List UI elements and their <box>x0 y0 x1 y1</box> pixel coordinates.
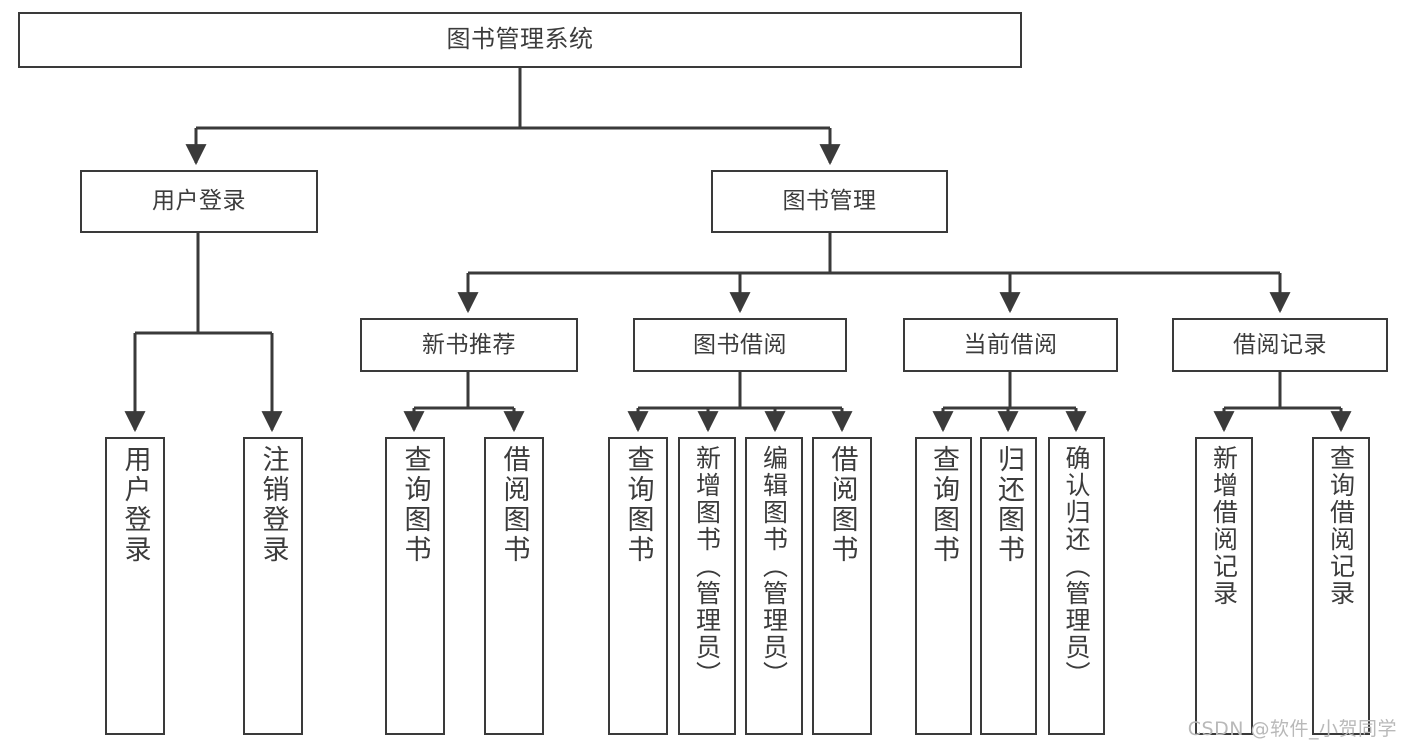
node-book-borrow[interactable]: 图书借阅 <box>633 318 847 372</box>
leaf-record-add-label: 新增借阅记录 <box>1209 445 1239 607</box>
node-current-borrow[interactable]: 当前借阅 <box>903 318 1118 372</box>
leaf-user-login-signout-label: 注销登录 <box>257 445 289 565</box>
node-new-book-recommend-label: 新书推荐 <box>422 331 516 358</box>
leaf-current-confirm-return-label: 确认归还（管理员） <box>1062 445 1091 688</box>
leaf-borrow-edit-book[interactable]: 编辑图书（管理员） <box>745 437 803 735</box>
node-root[interactable]: 图书管理系统 <box>18 12 1022 68</box>
node-user-login[interactable]: 用户登录 <box>80 170 318 233</box>
node-user-login-label: 用户登录 <box>152 188 246 215</box>
leaf-borrow-borrow-book[interactable]: 借阅图书 <box>812 437 872 735</box>
leaf-borrow-query-book-label: 查询图书 <box>622 445 654 565</box>
leaf-record-add[interactable]: 新增借阅记录 <box>1195 437 1253 735</box>
leaf-current-query-book-label: 查询图书 <box>928 445 959 565</box>
node-current-borrow-label: 当前借阅 <box>963 331 1058 358</box>
leaf-borrow-edit-book-label: 编辑图书（管理员） <box>759 445 789 688</box>
node-book-management[interactable]: 图书管理 <box>711 170 948 233</box>
leaf-current-return-book-label: 归还图书 <box>993 445 1024 565</box>
node-borrow-record-label: 借阅记录 <box>1233 331 1327 358</box>
leaf-new-book-query[interactable]: 查询图书 <box>385 437 445 735</box>
node-book-borrow-label: 图书借阅 <box>693 331 787 358</box>
leaf-current-confirm-return[interactable]: 确认归还（管理员） <box>1048 437 1105 735</box>
leaf-new-book-query-label: 查询图书 <box>399 445 431 565</box>
node-borrow-record[interactable]: 借阅记录 <box>1172 318 1388 372</box>
leaf-borrow-query-book[interactable]: 查询图书 <box>608 437 668 735</box>
leaf-borrow-borrow-book-label: 借阅图书 <box>826 445 858 565</box>
leaf-borrow-add-book-label: 新增图书（管理员） <box>692 445 722 688</box>
leaf-current-query-book[interactable]: 查询图书 <box>915 437 972 735</box>
leaf-current-return-book[interactable]: 归还图书 <box>980 437 1037 735</box>
node-root-label: 图书管理系统 <box>446 25 594 54</box>
node-new-book-recommend[interactable]: 新书推荐 <box>360 318 578 372</box>
leaf-user-login-signin[interactable]: 用户登录 <box>105 437 165 735</box>
leaf-user-login-signout[interactable]: 注销登录 <box>243 437 303 735</box>
leaf-user-login-signin-label: 用户登录 <box>119 445 151 565</box>
leaf-record-query-label: 查询借阅记录 <box>1326 445 1356 607</box>
leaf-new-book-borrow-label: 借阅图书 <box>498 445 530 565</box>
leaf-new-book-borrow[interactable]: 借阅图书 <box>484 437 544 735</box>
leaf-record-query[interactable]: 查询借阅记录 <box>1312 437 1370 735</box>
leaf-borrow-add-book[interactable]: 新增图书（管理员） <box>678 437 736 735</box>
node-book-management-label: 图书管理 <box>782 188 877 215</box>
